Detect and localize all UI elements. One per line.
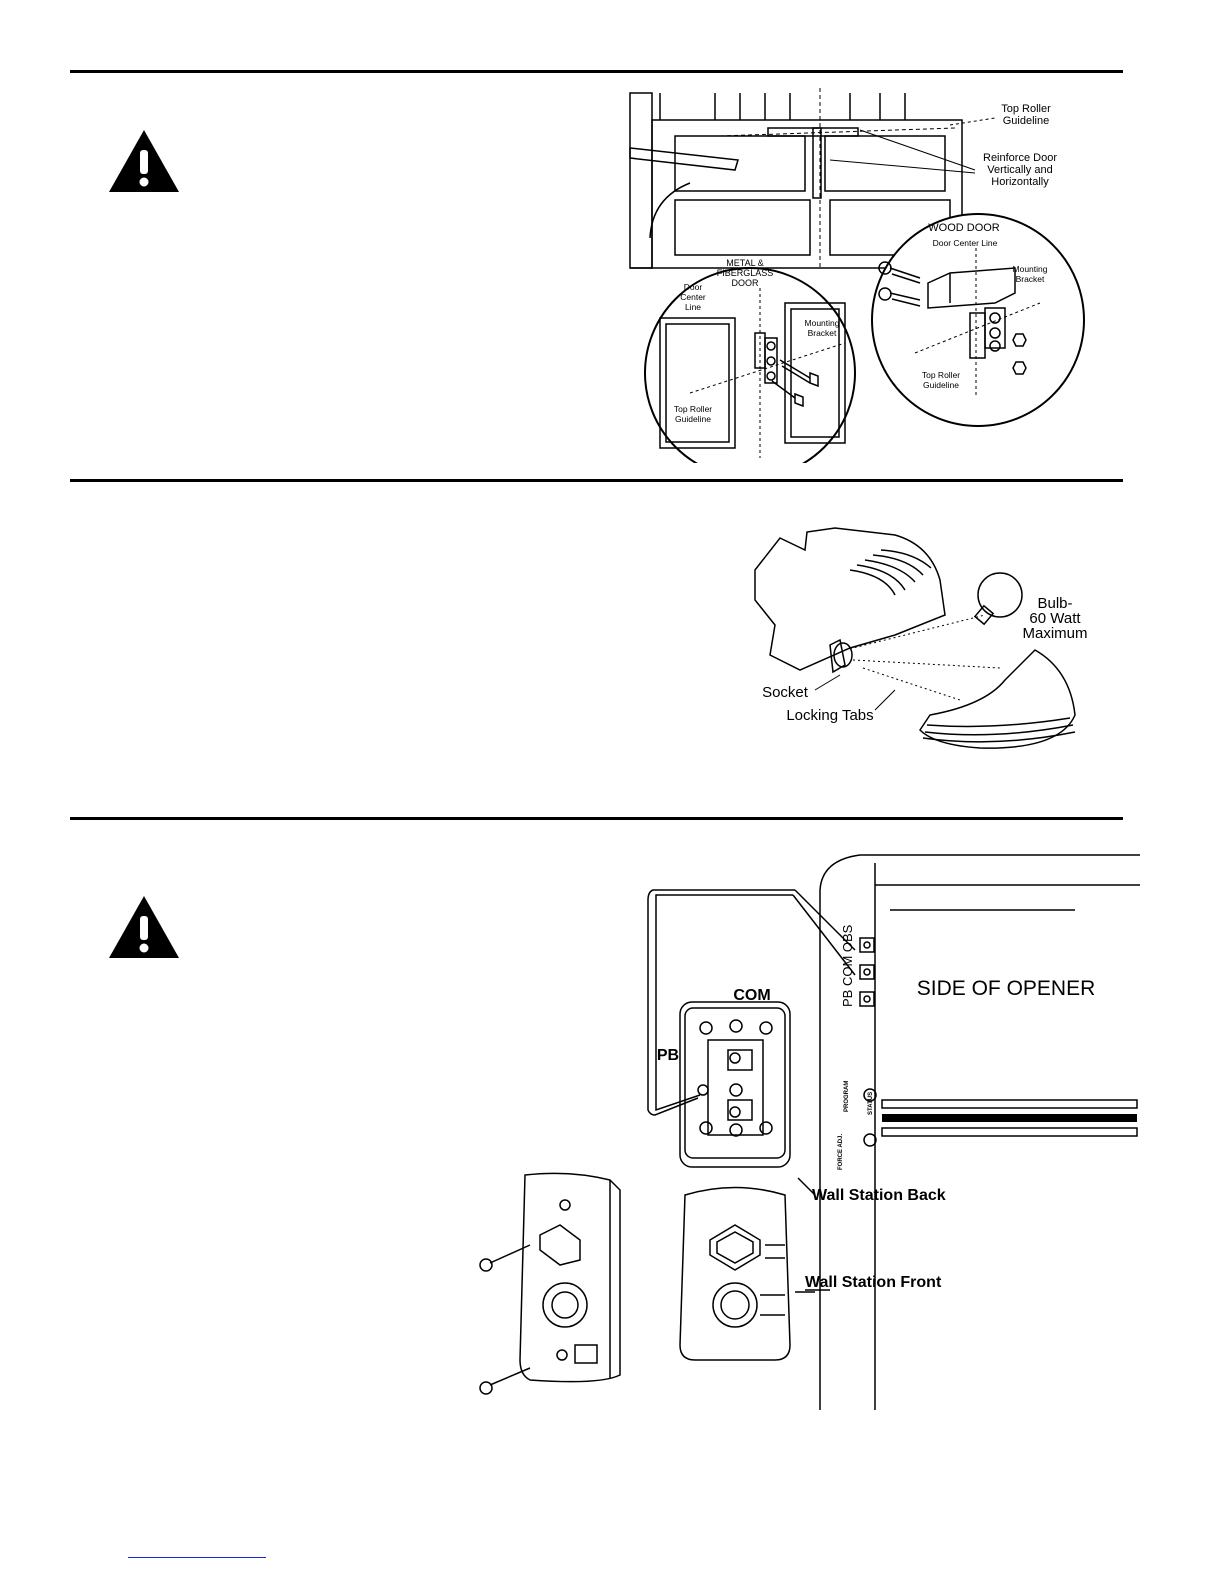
socket-label: Socket (762, 684, 809, 701)
locking-tabs-label: Locking Tabs (786, 707, 873, 724)
footer-link-underline (128, 1557, 266, 1558)
pb-label: PB (657, 1047, 679, 1064)
wall-station-back-label: Wall Station Back (812, 1187, 946, 1204)
wood-door-label: WOOD DOOR (928, 222, 1000, 234)
terminal-labels: PB COM OBS (840, 924, 855, 1007)
section-rule-1 (70, 70, 1123, 73)
program-label: PROGRAM (844, 1081, 850, 1112)
wall-station-front-label: Wall Station Front (805, 1274, 942, 1291)
warning-icon (109, 130, 179, 192)
section-rule-3 (70, 817, 1123, 820)
warning-icon (109, 896, 179, 958)
force-adj-label: FORCE ADJ. (838, 1134, 844, 1170)
status-label: STATUS (868, 1092, 874, 1115)
com-label: COM (733, 987, 770, 1004)
section-rule-2 (70, 479, 1123, 482)
door-center-line-label: Door Center Line (933, 238, 998, 248)
side-of-opener-label: SIDE OF OPENER (917, 977, 1096, 1000)
wall-station-figure: COM PB PB COM OBS SIDE OF OPENER PROGRAM… (479, 854, 1140, 1410)
